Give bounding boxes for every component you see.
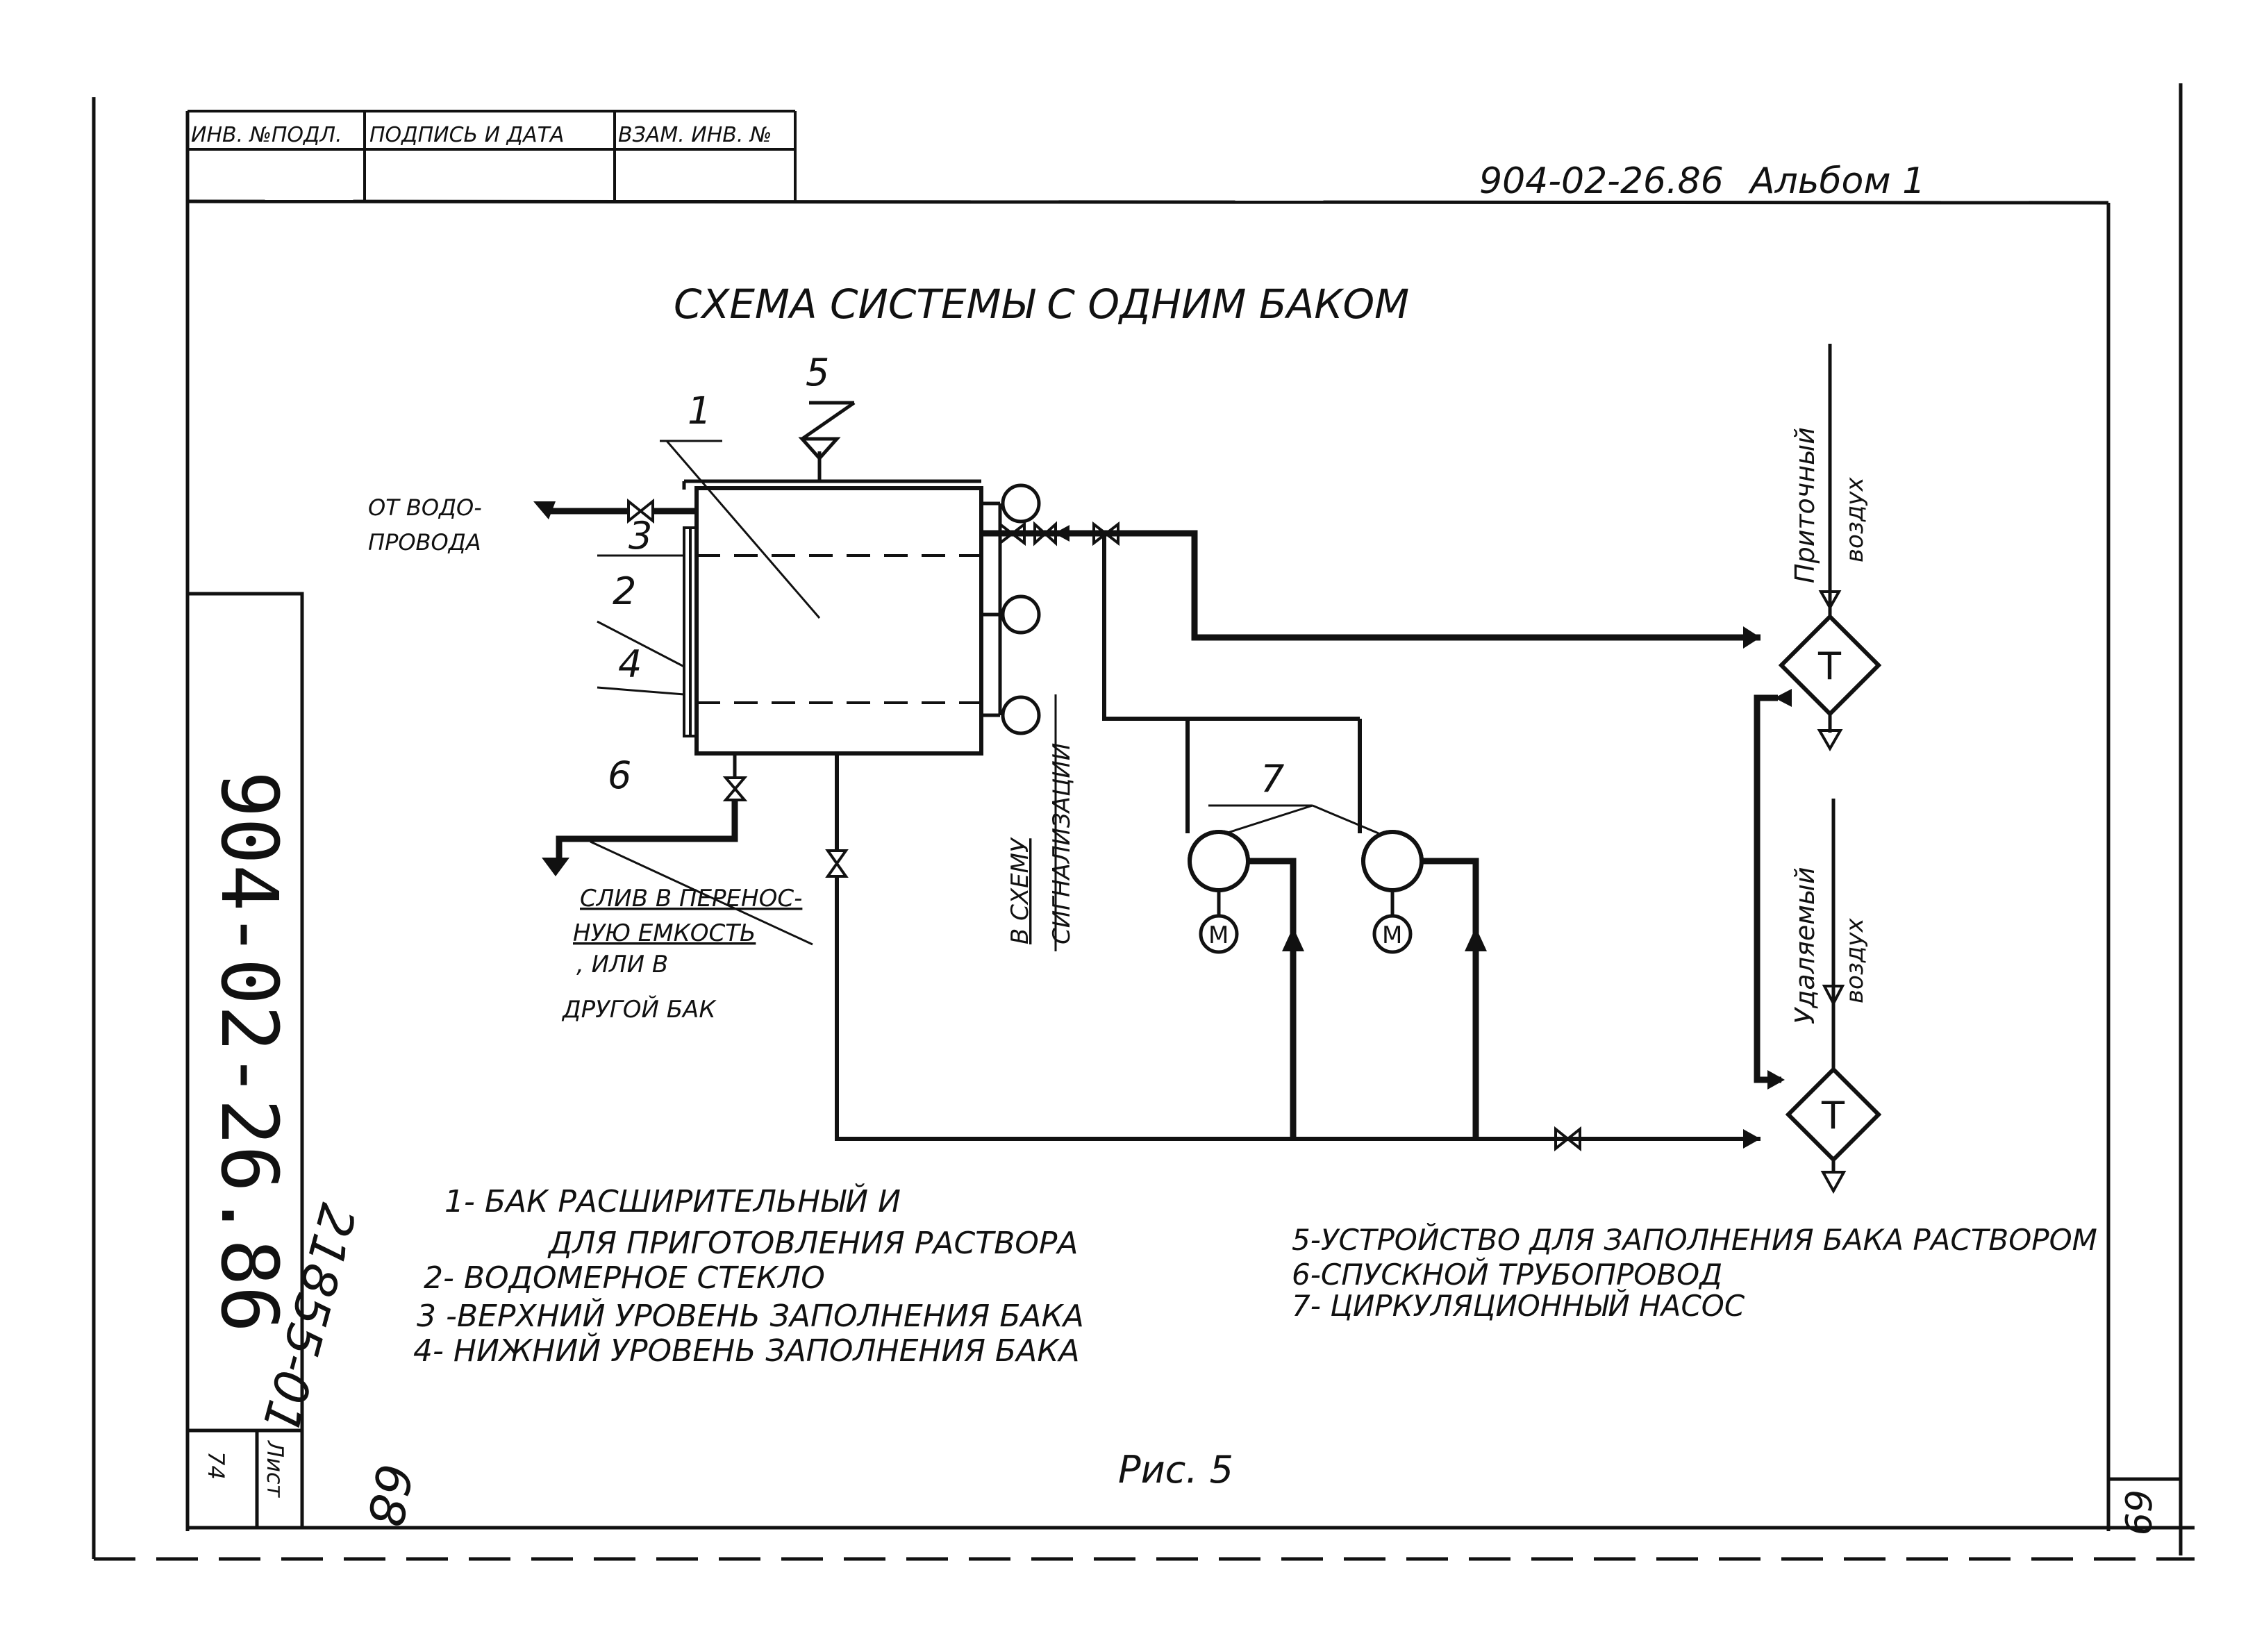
page-frame <box>92 83 2195 1561</box>
heat-exchanger-2: Т <box>1785 799 1882 1194</box>
drain-label-2: НУЮ ЕМКОСТЬ <box>573 919 756 947</box>
legend-item-5: 5-УСТРОЙСТВО ДЛЯ ЗАПОЛНЕНИЯ БАКА РАСТВОР… <box>1292 1222 2097 1257</box>
page-number-right: 69 <box>2116 1490 2158 1535</box>
signal-label-1: В СХЕМУ <box>1006 837 1034 944</box>
heat-exchanger-1-label: Т <box>1817 644 1842 688</box>
header-code: 904-02-26.86 <box>1479 160 1724 202</box>
water-label-2: ПРОВОДА <box>368 529 481 556</box>
drain-label-4: ДРУГОЙ БАК <box>561 995 717 1024</box>
legend-item-4: 4- НИЖНИЙ УРОВЕНЬ ЗАПОЛНЕНИЯ БАКА <box>413 1332 1080 1369</box>
legend-item-7: 7- ЦИРКУЛЯЦИОННЫЙ НАСОС <box>1292 1288 1745 1323</box>
legend-item-1a: 1- БАК РАСШИРИТЕЛЬНЫЙ И <box>444 1183 901 1219</box>
callout-3: 3 <box>629 514 652 558</box>
legend: 1- БАК РАСШИРИТЕЛЬНЫЙ И ДЛЯ ПРИГОТОВЛЕНИ… <box>413 1183 2097 1369</box>
callout-4: 4 <box>618 642 642 686</box>
tank-outlet <box>981 521 1184 547</box>
supply-pipe-upper <box>1184 530 1761 649</box>
return-pipe <box>825 753 1761 1152</box>
fill-device <box>798 401 856 481</box>
callout-7: 7 <box>1260 757 1284 801</box>
legend-item-3: 3 -ВЕРХНИЙ УРОВЕНЬ ЗАПОЛНЕНИЯ БАКА <box>417 1297 1084 1334</box>
album-label: Альбом 1 <box>1748 160 1925 202</box>
exhaust-air-label-1: Удаляемый <box>1790 867 1820 1024</box>
legend-item-2: 2- ВОДОМЕРНОЕ СТЕКЛО <box>424 1260 825 1296</box>
circulation-pump-1: М <box>1188 830 1304 1139</box>
water-valve <box>627 498 654 524</box>
drain-valve <box>722 776 748 801</box>
circulation-pump-2: М <box>1361 830 1487 1139</box>
drain-label: СЛИВ В ПЕРЕНОС- НУЮ ЕМКОСТЬ , ИЛИ В ДРУГ… <box>561 840 813 1024</box>
side-code: 904-02-26.86 <box>203 771 294 1333</box>
pump-header <box>1102 533 1362 833</box>
page-small-left: 74 <box>203 1451 229 1480</box>
side-strip <box>185 592 304 1530</box>
figure-caption: Рис. 5 <box>1118 1448 1233 1492</box>
exhaust-air-label-2: воздух <box>1841 917 1869 1003</box>
drain-label-1: СЛИВ В ПЕРЕНОС- <box>580 885 802 912</box>
diagram-title: СХЕМА СИСТЕМЫ С ОДНИМ БАКОМ <box>674 281 1409 328</box>
motor-1-label: М <box>1208 921 1229 949</box>
stamp-table: ИНВ. №ПОДЛ. ПОДПИСЬ И ДАТА ВЗАМ. ИНВ. № <box>188 110 797 203</box>
water-label-1: ОТ ВОДО- <box>368 494 482 521</box>
callout-leaders <box>597 440 1379 835</box>
exchanger-link-pipe <box>1754 689 1792 1090</box>
drain-label-3: , ИЛИ В <box>576 951 668 978</box>
supply-air-label-1: Приточный <box>1790 427 1820 583</box>
signal-label-2: СИГНАЛИЗАЦИИ <box>1048 743 1076 944</box>
heat-exchanger-2-label: Т <box>1821 1094 1845 1137</box>
stamp-col2-header: ПОДПИСЬ И ДАТА <box>369 123 564 147</box>
legend-item-6: 6-СПУСКНОЙ ТРУБОПРОВОД <box>1292 1257 1722 1292</box>
callout-1: 1 <box>688 389 711 433</box>
callout-2: 2 <box>613 569 636 613</box>
drain-pipe <box>542 753 748 876</box>
stamp-col3-header: ВЗАМ. ИНВ. № <box>618 123 772 147</box>
level-indicators <box>981 483 1041 735</box>
page-handwritten: 68 <box>356 1460 423 1530</box>
stamp-col1-header: ИНВ. №ПОДЛ. <box>191 123 342 147</box>
water-supply-pipe <box>533 498 697 524</box>
motor-2-label: М <box>1382 921 1402 949</box>
page-small-label: Лист <box>262 1440 288 1498</box>
heat-exchanger-1: Т <box>1778 344 1882 752</box>
callout-5: 5 <box>806 351 829 394</box>
expansion-tank <box>682 479 983 756</box>
supply-air-label-2: воздух <box>1841 476 1869 562</box>
return-valve <box>1554 1126 1581 1152</box>
legend-item-1b: ДЛЯ ПРИГОТОВЛЕНИЯ РАСТВОРА <box>547 1226 1079 1261</box>
callout-6: 6 <box>608 753 631 797</box>
